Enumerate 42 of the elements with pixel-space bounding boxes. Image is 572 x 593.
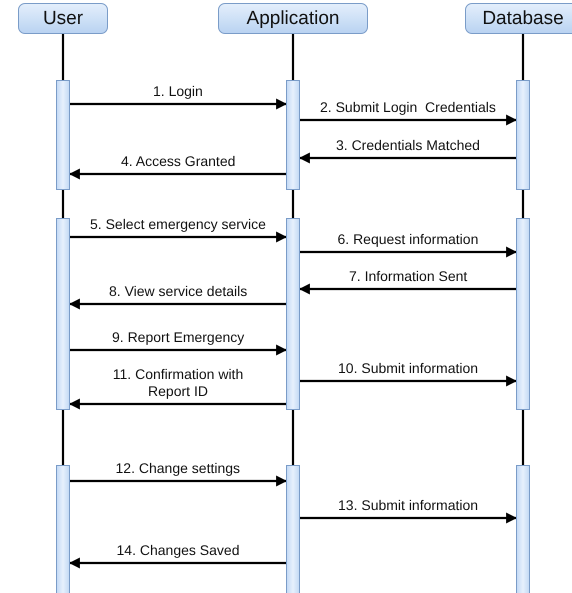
- message-arrow: [68, 558, 286, 568]
- lifeline: [522, 190, 524, 218]
- message-arrow: [300, 246, 518, 258]
- lifeline: [522, 410, 524, 465]
- message-arrow: [68, 398, 286, 410]
- activation-bar: [56, 218, 70, 410]
- lifeline: [62, 410, 64, 465]
- activation-bar: [286, 465, 300, 593]
- message-arrow: [70, 98, 288, 110]
- lifeline: [292, 410, 294, 465]
- message-label: 5. Select emergency service: [88, 216, 268, 233]
- lifeline: [62, 190, 64, 218]
- message-arrow: [68, 168, 286, 180]
- message-label: 14. Changes Saved: [114, 542, 242, 559]
- activation-bar: [56, 465, 70, 593]
- message-arrow: [300, 512, 518, 524]
- message-arrow: [68, 298, 286, 310]
- message-label: 1. Login: [151, 83, 205, 100]
- activation-bar: [286, 218, 300, 410]
- lifeline: [292, 34, 294, 80]
- activation-bar: [56, 80, 70, 190]
- message-label: 9. Report Emergency: [110, 329, 246, 346]
- activation-bar: [516, 218, 530, 410]
- lifeline-header: Database: [465, 3, 572, 34]
- lifeline-header: User: [18, 3, 108, 34]
- message-arrow: [298, 284, 516, 294]
- activation-bar: [286, 80, 300, 190]
- message-label: 12. Change settings: [114, 460, 242, 477]
- message-arrow: [300, 376, 518, 386]
- message-arrow: [70, 476, 288, 486]
- activation-bar: [516, 465, 530, 593]
- message-arrow: [70, 232, 288, 242]
- message-arrow: [298, 152, 516, 164]
- lifeline: [62, 34, 64, 80]
- message-label: 2. Submit Login Credentials: [318, 99, 498, 116]
- message-arrow: [300, 114, 518, 126]
- message-arrow: [70, 344, 288, 356]
- activation-bar: [516, 80, 530, 190]
- lifeline-header: Application: [218, 3, 368, 34]
- lifeline: [292, 190, 294, 218]
- message-label: 6. Request information: [336, 231, 480, 248]
- lifeline: [522, 34, 524, 80]
